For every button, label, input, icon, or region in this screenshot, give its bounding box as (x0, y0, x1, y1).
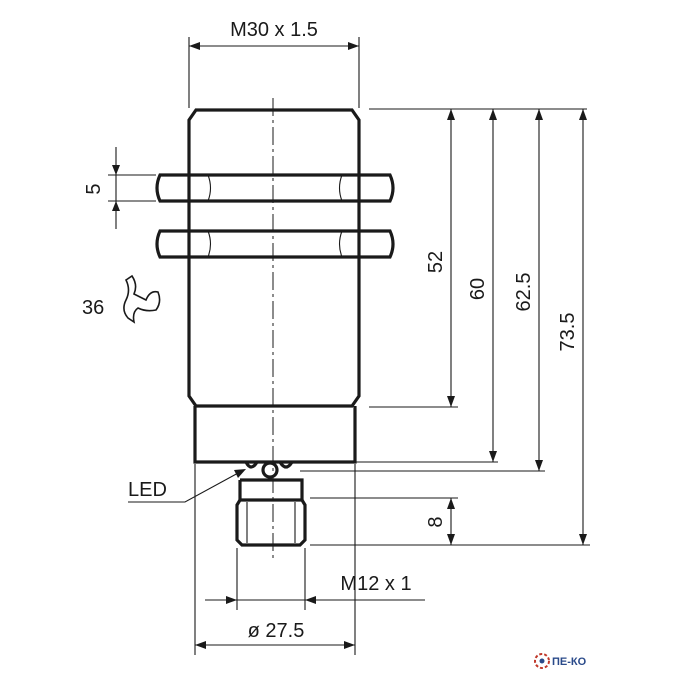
hex-nut-bottom (155, 229, 395, 259)
wrench-icon (123, 274, 161, 324)
thread-label: M30 x 1.5 (230, 19, 318, 41)
nut-thickness-label: 5 (83, 183, 105, 194)
dimension-nut-thickness: 5 (83, 147, 156, 229)
dimension-52: 52 (425, 109, 455, 407)
hex-nut-top (155, 173, 395, 203)
dim-62-5-label: 62.5 (513, 273, 535, 312)
logo-text: ПЕ-КО (552, 656, 587, 668)
logo-gear-icon (534, 653, 550, 669)
connector-thread-label: M12 x 1 (340, 573, 411, 595)
dimension-60: 60 (467, 109, 497, 462)
dimension-73-5: 73.5 (557, 109, 587, 545)
dimension-diameter: ø 27.5 (194, 464, 356, 655)
wrench-size-label: 36 (82, 297, 104, 319)
dimension-connector-thread: M12 x 1 (205, 548, 425, 610)
diameter-label: ø 27.5 (248, 620, 305, 642)
sensor-body (187, 108, 361, 464)
dim-52-label: 52 (425, 251, 447, 273)
logo: ПЕ-КО (534, 653, 587, 669)
dim-73-5-label: 73.5 (557, 313, 579, 352)
connector-length-label: 8 (425, 516, 447, 527)
dimension-connector-length: 8 (425, 498, 455, 545)
dimension-62-5: 62.5 (513, 109, 543, 471)
led-label: LED (128, 479, 167, 501)
led-callout: LED (128, 469, 246, 503)
dimension-thread-width: M30 x 1.5 (188, 19, 360, 108)
connector (235, 461, 307, 547)
extension-lines (300, 108, 590, 546)
wrench-indicator: 36 (82, 274, 161, 324)
dim-60-label: 60 (467, 278, 489, 300)
